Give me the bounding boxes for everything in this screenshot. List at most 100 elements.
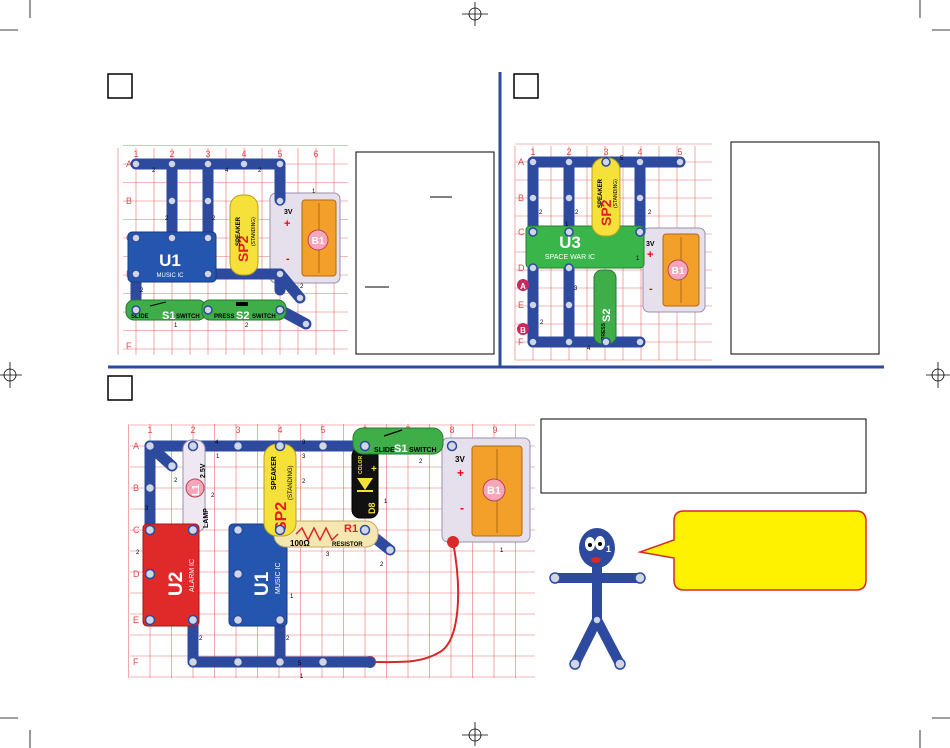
battery-minus: -	[460, 501, 464, 515]
grid-col-label: 4	[277, 425, 282, 435]
sp2-name: SPEAKER	[271, 456, 278, 490]
wire-number: 2	[174, 478, 178, 484]
switch-s1: SLIDE S1 SWITCH	[352, 427, 444, 455]
crosshair-top	[462, 2, 488, 26]
battery-holder-b1: B1 3V + -	[269, 192, 341, 284]
sp2-label: SP2	[235, 235, 251, 262]
s1-slide: SLIDE	[374, 447, 395, 454]
battery-volts: 3V	[284, 209, 293, 216]
grid-row-label: F	[518, 337, 524, 347]
l1-label: L1	[191, 484, 202, 496]
grid-col-label: 3	[235, 425, 240, 435]
ic-u2-alarm: U2 ALARM IC	[142, 523, 200, 627]
note-box-top-right	[730, 141, 880, 355]
wire-number: 1	[500, 548, 504, 554]
wire-number: 2	[199, 636, 203, 642]
battery-plus: +	[457, 466, 464, 480]
wire-number: 1	[312, 189, 316, 195]
grid-row-label: D	[518, 263, 525, 273]
wire-number: 2	[286, 636, 290, 642]
marker-b-label: B	[520, 326, 526, 335]
s2-press: PRESS	[214, 314, 234, 320]
resistor-text: RESISTOR	[332, 542, 363, 548]
wire-number: 2	[540, 320, 544, 326]
marker-b: B	[517, 323, 529, 335]
grid-row-label: B	[518, 193, 524, 203]
s2-press: PRESS	[601, 322, 607, 340]
led-color: COLOR	[358, 456, 364, 474]
u3-label: U3	[559, 233, 581, 252]
switch-s1: SLIDE S1 SWITCH	[125, 299, 207, 322]
grid-col-label: 2	[566, 147, 571, 157]
wire-number: 3	[302, 440, 306, 446]
wire-number: 5	[620, 156, 624, 162]
grid-col-label: 6	[313, 149, 318, 159]
speaker-sp2: SP2 SPEAKER (STANDING)	[591, 157, 621, 237]
wire-number: 3	[326, 552, 330, 558]
b1-label: B1	[487, 485, 501, 497]
u2-label: U2	[166, 572, 187, 596]
wire-number: 3	[302, 454, 306, 460]
mascot-figure: 1	[549, 528, 646, 670]
u1-sub: MUSIC IC	[275, 563, 282, 595]
marker-a: A	[517, 279, 529, 291]
battery-minus: -	[649, 283, 653, 295]
marker-a-label: A	[520, 282, 526, 291]
sp2-label: SP2	[273, 502, 290, 532]
s1-switch: SWITCH	[176, 314, 200, 320]
sp2-name: SPEAKER	[598, 178, 604, 208]
circuit-top-left: B1 3V + - U1 MUSIC IC SP2 SPEAKER (ST	[125, 158, 341, 330]
step-box-top-left	[107, 73, 133, 99]
red-jumper-end	[447, 536, 459, 548]
u2-sub: ALARM IC	[189, 559, 196, 592]
grid-col-label: 8	[449, 425, 454, 435]
wire-number: 2	[211, 493, 215, 499]
wire-number: 2	[258, 168, 262, 174]
wire-number: 2	[212, 216, 216, 222]
s2-switch: SWITCH	[252, 314, 276, 320]
grid-row-label: A	[518, 157, 524, 167]
ic-u1-music: U1 MUSIC IC	[228, 523, 288, 627]
grid-row-label: E	[133, 615, 139, 625]
grid-row-label: A	[133, 441, 139, 451]
s1-label: S1	[394, 443, 407, 455]
grid-col-label: 9	[492, 425, 497, 435]
crosshair-right	[926, 362, 950, 388]
grid-col-label: 5	[277, 149, 282, 159]
circuit-top-right: B1 3V + - U3 SPACE WAR IC SP2 SPEAKER (S…	[517, 156, 706, 352]
circuit-bottom: B1 3V + - L1 LAMP 2.5V	[136, 427, 531, 680]
wire-number: 2	[575, 210, 579, 216]
snap-wire	[274, 268, 306, 304]
wire-number: 1	[300, 674, 304, 680]
wire-number: 1	[216, 454, 220, 460]
crosshair-bottom	[462, 722, 488, 746]
grid-row-label: A	[126, 159, 132, 169]
switch-s2: S2 PRESS	[593, 269, 617, 345]
lamp-l1: L1 LAMP 2.5V	[182, 439, 210, 533]
battery-plus: +	[284, 218, 290, 230]
step-box-bottom	[107, 375, 133, 401]
wire-number: 2	[419, 459, 423, 465]
grid-row-label: F	[126, 341, 132, 351]
d8-label: D8	[367, 502, 377, 514]
wire-number: 1	[384, 499, 388, 505]
wire-number: 2	[152, 168, 156, 174]
grid-row-label: F	[133, 657, 139, 667]
speaker-sp2: SP2 SPEAKER (STANDING)	[263, 443, 297, 537]
battery-volts: 3V	[455, 455, 465, 464]
grid-row-label: B	[133, 483, 139, 493]
wire-number: 3	[145, 506, 149, 512]
wire-number: 5	[298, 661, 302, 667]
grid-col-label: 1	[133, 149, 138, 159]
grid-row-label: D	[133, 569, 140, 579]
r1-label: R1	[344, 523, 358, 535]
wire-number: 2	[302, 479, 306, 485]
s1-slide: SLIDE	[131, 314, 149, 320]
ic-u3-space-war: U3 SPACE WAR IC	[525, 225, 645, 269]
grid-col-label: 4	[241, 149, 246, 159]
step-box-top-right	[513, 73, 539, 99]
wire-number: 2	[136, 550, 140, 556]
battery-holder-b1: B1 3V + -	[441, 437, 531, 543]
